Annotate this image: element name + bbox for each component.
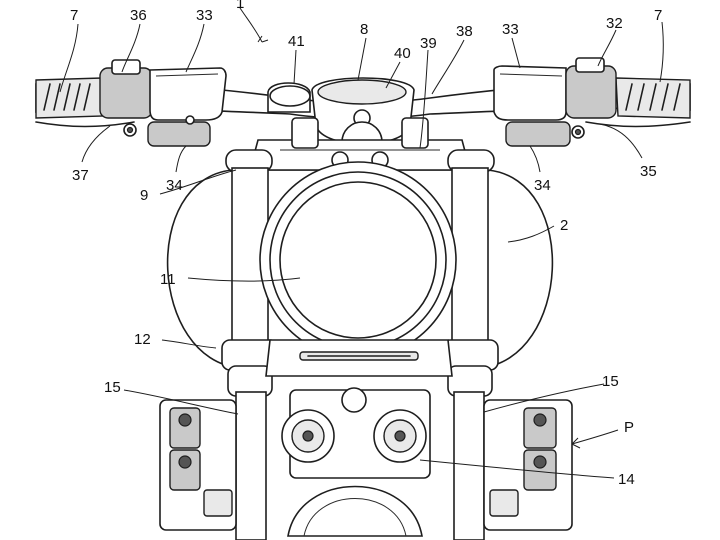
numeral-33-right: 33 xyxy=(502,21,519,38)
numeral-39: 39 xyxy=(420,35,437,52)
right-switch-housing xyxy=(565,57,617,139)
numeral-7-left: 7 xyxy=(70,7,78,24)
numeral-15-right: 15 xyxy=(602,373,619,390)
numeral-P: P xyxy=(624,419,634,436)
numeral-14: 14 xyxy=(618,471,635,488)
numeral-34-right: 34 xyxy=(534,177,551,194)
numeral-32: 32 xyxy=(606,15,623,32)
numeral-1: 1 xyxy=(236,0,244,12)
numeral-15-left: 15 xyxy=(104,379,121,396)
leader-lines xyxy=(59,7,664,479)
headlight xyxy=(259,161,457,359)
right-lever-unit xyxy=(505,121,571,147)
left-lever-unit xyxy=(147,115,211,147)
numeral-8: 8 xyxy=(360,21,368,38)
reference-numerals: 7 36 33 1 41 8 39 40 38 33 32 7 37 34 34… xyxy=(70,0,662,488)
numeral-37: 37 xyxy=(72,167,89,184)
numeral-33-left: 33 xyxy=(196,7,213,24)
numeral-40: 40 xyxy=(394,45,411,62)
numeral-34-left: 34 xyxy=(166,177,183,194)
numeral-38: 38 xyxy=(456,23,473,40)
left-grip xyxy=(35,77,135,128)
numeral-12: 12 xyxy=(134,331,151,348)
front-fender xyxy=(287,485,423,537)
right-master-cylinder-reservoir xyxy=(493,65,567,121)
lower-lamps xyxy=(281,387,431,479)
right-side-bracket xyxy=(483,399,573,531)
left-switch-housing xyxy=(99,59,153,137)
numeral-41: 41 xyxy=(288,33,305,50)
left-master-cylinder-reservoir xyxy=(149,67,227,121)
numeral-35: 35 xyxy=(640,163,657,180)
left-side-bracket xyxy=(159,399,237,531)
numeral-9: 9 xyxy=(140,187,148,204)
lower-bracket xyxy=(265,339,453,377)
numeral-2: 2 xyxy=(560,217,568,234)
upper-bracket xyxy=(248,117,472,171)
numeral-11: 11 xyxy=(160,271,176,288)
numeral-36: 36 xyxy=(130,7,147,24)
numeral-7-right: 7 xyxy=(654,7,662,24)
right-grip xyxy=(585,77,691,128)
